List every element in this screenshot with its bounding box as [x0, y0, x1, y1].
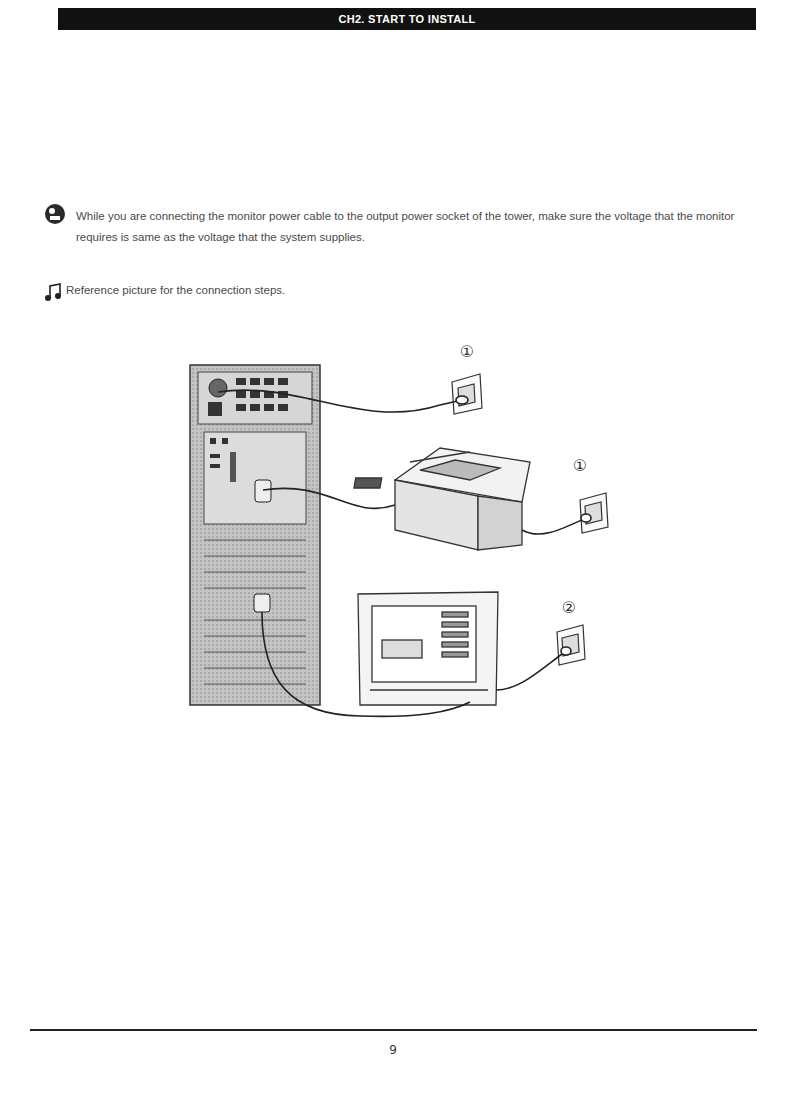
- header-bar: CH2. START TO INSTALL: [58, 8, 756, 30]
- note-icon: [45, 204, 65, 224]
- note-text: While you are connecting the monitor pow…: [76, 206, 758, 248]
- footer-rule: [30, 1029, 757, 1031]
- callout-number: ②: [557, 598, 581, 618]
- wall-outlet: [452, 374, 608, 665]
- music-icon: [46, 284, 60, 300]
- computer-tower: [190, 365, 320, 705]
- page-number: 9: [378, 1042, 408, 1058]
- monitor: [358, 592, 498, 705]
- callout-number: ①: [568, 456, 592, 476]
- chapter-title: CH2. START TO INSTALL: [58, 8, 756, 30]
- callout-number: ①: [455, 342, 479, 362]
- reference-text: Reference picture for the connection ste…: [66, 282, 566, 298]
- cable: [218, 390, 591, 716]
- printer: [354, 448, 530, 550]
